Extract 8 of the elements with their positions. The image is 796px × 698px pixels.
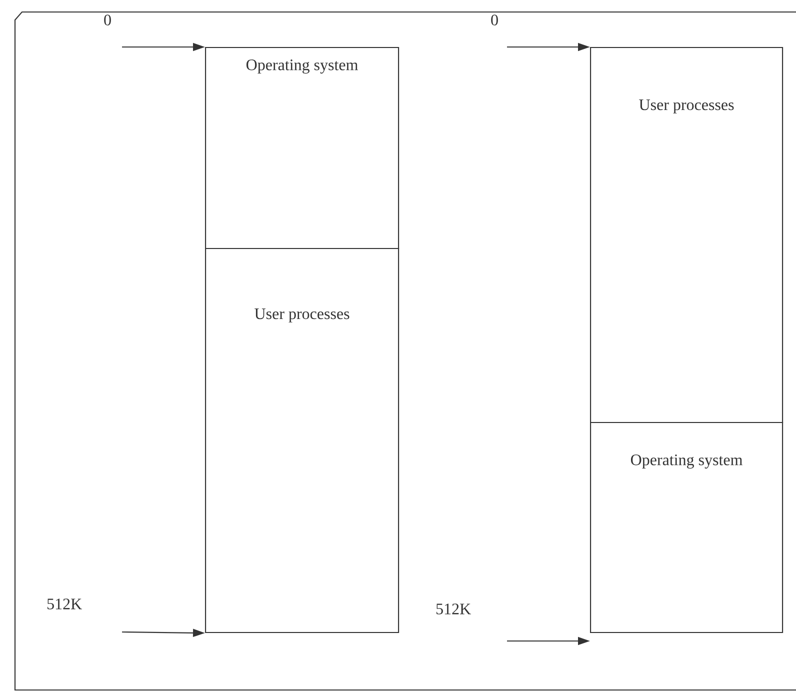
memory-block: Operating system [205,47,400,250]
address-label: 512K [436,604,471,614]
address-label: 512K [47,598,82,610]
memory-block: User processes [590,47,784,424]
memory-block: User processes [205,248,400,634]
memory-block: Operating system [590,422,784,634]
address-label: 0 [104,14,111,26]
address-label: 0 [491,14,498,26]
